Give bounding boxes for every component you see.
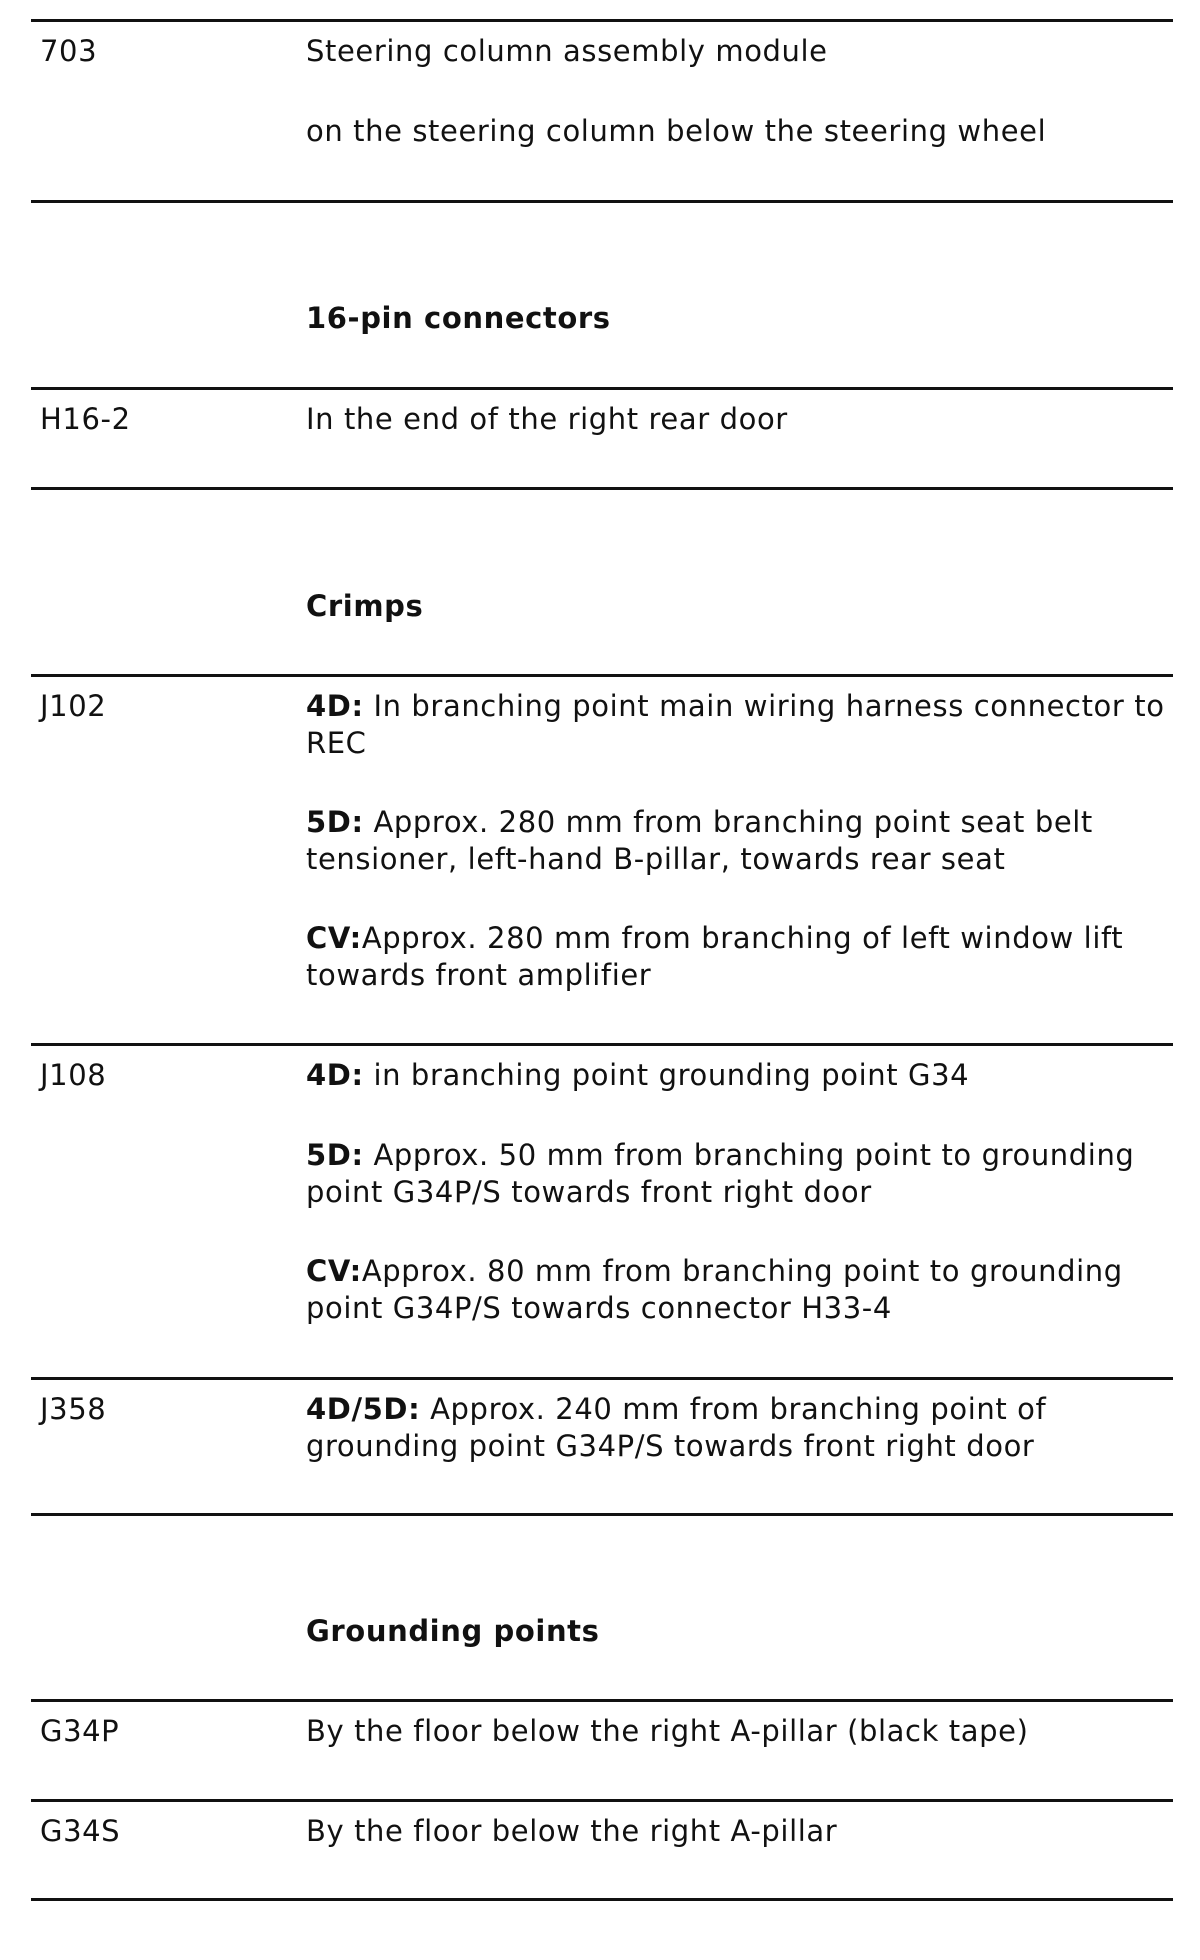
row-code-703: 703: [40, 34, 98, 68]
row-code-h16-2: H16-2: [40, 402, 131, 436]
row-code-j108: J108: [40, 1058, 107, 1092]
variant-text: in branching point grounding point G34: [363, 1058, 970, 1092]
variant-label: CV:: [306, 1254, 362, 1288]
variant-label: 5D:: [306, 805, 364, 839]
row-desc-j108-4d: 4D: in branching point grounding point G…: [306, 1057, 1166, 1094]
row-desc-j358-4d5d: 4D/5D: Approx. 240 mm from branching poi…: [306, 1391, 1166, 1465]
section-heading-crimps: Crimps: [306, 589, 424, 623]
variant-label: 4D:: [306, 689, 364, 723]
variant-label: 4D/5D:: [306, 1392, 421, 1426]
variant-label: 4D:: [306, 1058, 364, 1092]
row-desc-j108-5d: 5D: Approx. 50 mm from branching point t…: [306, 1137, 1166, 1211]
row-desc-g34p: By the floor below the right A-pillar (b…: [306, 1714, 1029, 1748]
table-rule: [31, 1043, 1173, 1046]
table-rule: [31, 200, 1173, 203]
table-rule: [31, 1799, 1173, 1802]
row-code-j358: J358: [40, 1392, 107, 1426]
table-rule: [31, 487, 1173, 490]
table-rule: [31, 674, 1173, 677]
row-code-g34p: G34P: [40, 1714, 120, 1748]
variant-text: Approx. 50 mm from branching point to gr…: [306, 1138, 1135, 1209]
variant-text: Approx. 280 mm from branching of left wi…: [306, 921, 1124, 992]
table-rule: [31, 1377, 1173, 1380]
section-heading-grounding-points: Grounding points: [306, 1614, 600, 1648]
variant-text: Approx. 280 mm from branching point seat…: [306, 805, 1093, 876]
table-rule: [31, 1699, 1173, 1702]
variant-label: CV:: [306, 921, 362, 955]
row-code-j102: J102: [40, 689, 107, 723]
variant-text: Approx. 240 mm from branching point of g…: [306, 1392, 1047, 1463]
row-desc-j102-cv: CV:Approx. 280 mm from branching of left…: [306, 920, 1166, 994]
table-rule: [31, 19, 1173, 22]
row-desc-g34s: By the floor below the right A-pillar: [306, 1814, 838, 1848]
table-rule: [31, 387, 1173, 390]
section-heading-16-pin-connectors: 16-pin connectors: [306, 301, 611, 335]
row-desc-j102-5d: 5D: Approx. 280 mm from branching point …: [306, 804, 1166, 878]
row-desc-703-line1: Steering column assembly module: [306, 34, 828, 68]
variant-label: 5D:: [306, 1138, 364, 1172]
row-desc-j102-4d: 4D: In branching point main wiring harne…: [306, 688, 1166, 762]
variant-text: Approx. 80 mm from branching point to gr…: [306, 1254, 1123, 1325]
row-desc-h16-2: In the end of the right rear door: [306, 402, 788, 436]
variant-text: In branching point main wiring harness c…: [306, 689, 1165, 760]
row-desc-j108-cv: CV:Approx. 80 mm from branching point to…: [306, 1253, 1166, 1327]
row-code-g34s: G34S: [40, 1814, 121, 1848]
row-desc-703-line2: on the steering column below the steerin…: [306, 114, 1047, 148]
table-rule: [31, 1513, 1173, 1516]
table-rule: [31, 1898, 1173, 1901]
